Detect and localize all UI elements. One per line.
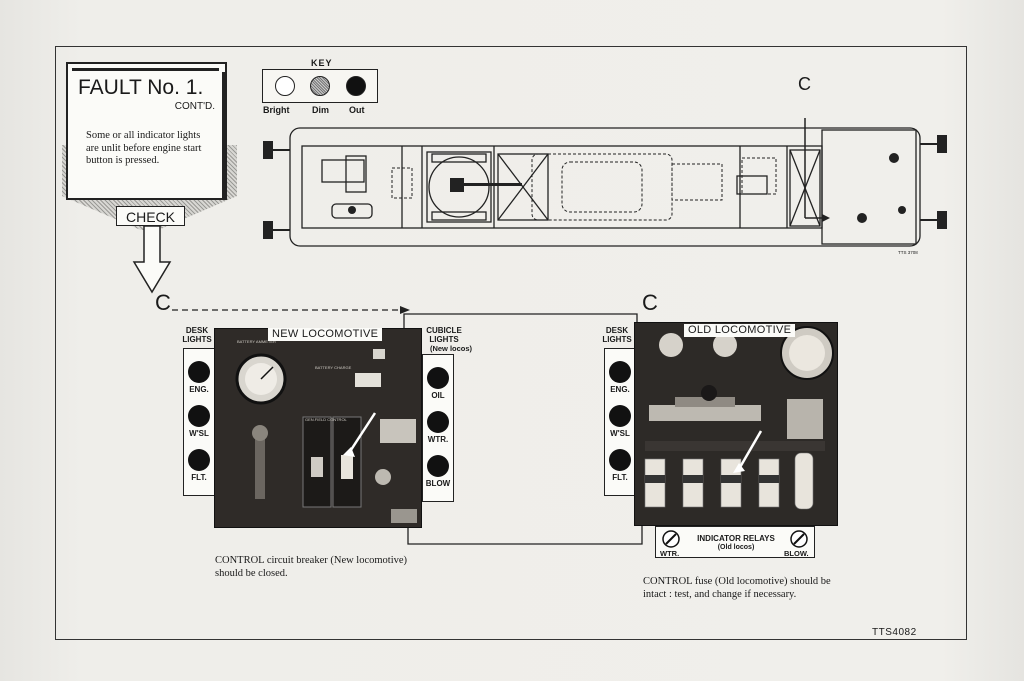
relays-subtitle: (Old locos) bbox=[717, 544, 755, 551]
old-desk-lights-title: DESK LIGHTS bbox=[602, 326, 632, 344]
old-panel-illustration bbox=[635, 323, 837, 525]
fault-title: FAULT No. 1. bbox=[78, 76, 204, 99]
new-desk-lamp-wsl-label: W'SL bbox=[189, 429, 209, 438]
cubicle-lights-subtitle: (New locos) bbox=[429, 344, 473, 353]
cubicle-lamp-oil-label: OIL bbox=[431, 391, 445, 400]
relays-title: INDICATOR RELAYS bbox=[697, 534, 775, 543]
svg-text:BATTERY AMMETER: BATTERY AMMETER bbox=[237, 339, 276, 344]
new-desk-lamp-eng bbox=[188, 361, 210, 383]
fault-box-shadow-bar bbox=[222, 72, 227, 200]
figure-ref: TTS4082 bbox=[872, 627, 917, 638]
relay-blow-icon bbox=[790, 530, 808, 548]
locomotive-plan-drawing bbox=[263, 118, 947, 247]
key-label-dim: Dim bbox=[312, 105, 330, 115]
old-desk-lamp-eng bbox=[609, 361, 631, 383]
old-desk-lamp-eng-label: ENG. bbox=[610, 385, 630, 394]
old-locomotive-title: OLD LOCOMOTIVE bbox=[684, 324, 796, 337]
cubicle-lights-panel: OIL WTR. BLOW bbox=[422, 354, 454, 502]
new-locomotive-panel-photo: BATTERY AMMETER BATTERY CHARGE GEN.FIELD… bbox=[214, 328, 422, 528]
new-loco-caption: CONTROL circuit breaker (New locomotive)… bbox=[215, 555, 408, 579]
relay-wtr-icon bbox=[662, 530, 680, 548]
fault-box: FAULT No. 1. CONT'D. Some or all indicat… bbox=[66, 62, 227, 200]
key-bright-dot bbox=[275, 76, 295, 96]
old-locomotive-panel-photo bbox=[634, 322, 838, 526]
cubicle-lights-title: CUBICLE LIGHTS bbox=[426, 326, 462, 344]
drawing-ref: TTS 3708 bbox=[898, 250, 918, 255]
fault-subtitle: CONT'D. bbox=[174, 101, 215, 112]
key-title: KEY bbox=[311, 58, 333, 68]
check-arrow-icon bbox=[132, 226, 172, 294]
check-label: CHECK bbox=[116, 206, 185, 226]
svg-text:BATTERY CHARGE: BATTERY CHARGE bbox=[315, 365, 352, 370]
relay-wtr-label: WTR. bbox=[660, 549, 680, 558]
new-desk-lights-title: DESK LIGHTS bbox=[182, 326, 212, 344]
cubicle-lamp-oil bbox=[427, 367, 449, 389]
locator-c-left: C bbox=[155, 290, 171, 315]
fault-box-rule bbox=[72, 68, 219, 71]
cubicle-lamp-wtr bbox=[427, 411, 449, 433]
old-desk-lamp-wsl bbox=[609, 405, 631, 427]
figure-frame bbox=[55, 46, 967, 640]
key-label-bright: Bright bbox=[263, 105, 290, 115]
key-box bbox=[262, 69, 378, 103]
old-desk-lamp-flt-label: FLT. bbox=[612, 473, 628, 482]
cubicle-lamp-blow bbox=[427, 455, 449, 477]
fault-description: Some or all indicator lights are unlit b… bbox=[86, 130, 202, 166]
old-desk-lamp-wsl-label: W'SL bbox=[610, 429, 630, 438]
key-label-out: Out bbox=[349, 105, 365, 115]
cubicle-lamp-blow-label: BLOW bbox=[425, 479, 451, 488]
new-desk-lamp-wsl bbox=[188, 405, 210, 427]
key-out-dot bbox=[346, 76, 366, 96]
new-desk-lights-panel: ENG. W'SL FLT. bbox=[183, 348, 215, 496]
old-desk-lamp-flt bbox=[609, 449, 631, 471]
new-desk-lamp-flt bbox=[188, 449, 210, 471]
new-panel-illustration: BATTERY AMMETER BATTERY CHARGE GEN.FIELD… bbox=[215, 329, 421, 527]
locator-c-top: C bbox=[798, 74, 811, 94]
old-loco-caption: CONTROL fuse (Old locomotive) should be … bbox=[643, 576, 831, 600]
new-locomotive-title: NEW LOCOMOTIVE bbox=[268, 328, 383, 341]
svg-text:GEN.FIELD CONTROL: GEN.FIELD CONTROL bbox=[305, 417, 348, 422]
new-desk-lamp-eng-label: ENG. bbox=[189, 385, 209, 394]
connector-lines bbox=[172, 306, 643, 545]
indicator-relays-box: WTR. INDICATOR RELAYS (Old locos) BLOW. bbox=[655, 526, 815, 558]
locator-c-right: C bbox=[642, 290, 658, 315]
cubicle-lamp-wtr-label: WTR. bbox=[427, 435, 449, 444]
relay-blow-label: BLOW. bbox=[784, 549, 809, 558]
old-desk-lights-panel: ENG. W'SL FLT. bbox=[604, 348, 636, 496]
key-dim-dot bbox=[310, 76, 330, 96]
new-desk-lamp-flt-label: FLT. bbox=[191, 473, 207, 482]
